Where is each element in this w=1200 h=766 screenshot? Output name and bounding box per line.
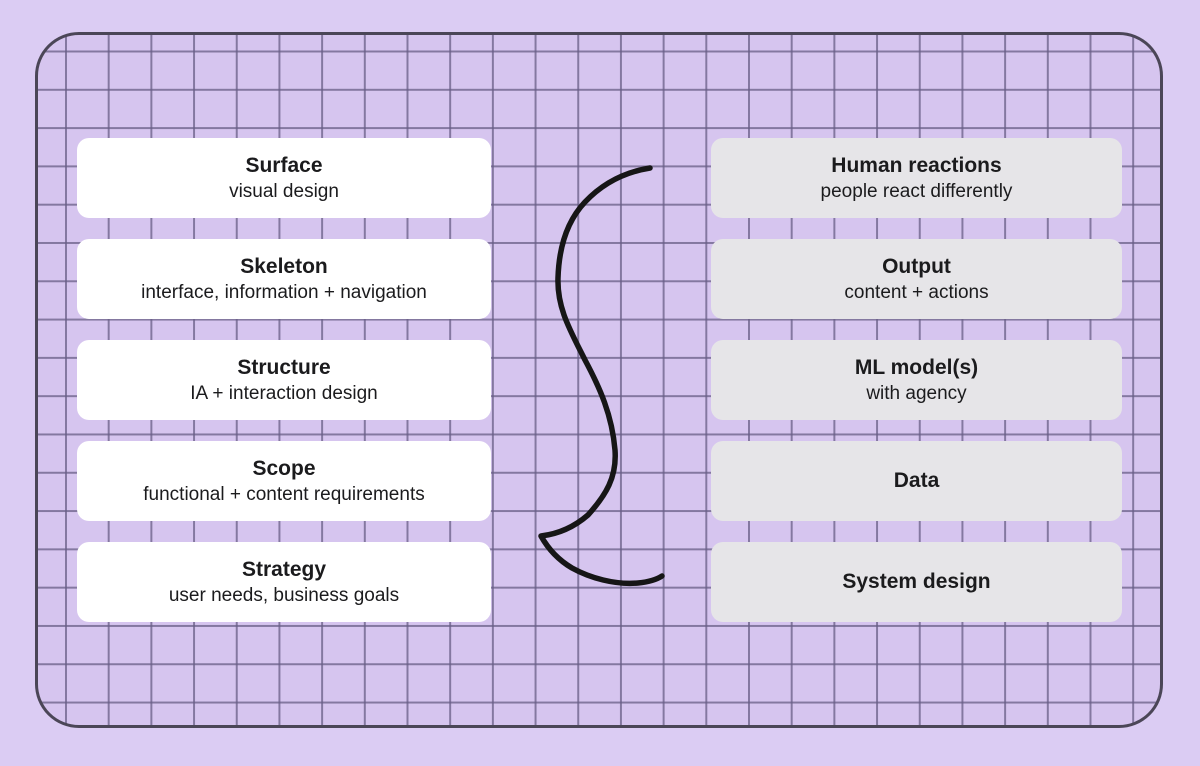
card-ml-models: ML model(s) with agency: [711, 340, 1122, 420]
ux-layers-column: Surface visual design Skeleton interface…: [77, 138, 491, 622]
card-title: Output: [882, 254, 951, 278]
card-title: Scope: [252, 456, 316, 480]
ml-layers-column: Human reactions people react differently…: [711, 138, 1122, 622]
card-subtitle: interface, information + navigation: [141, 281, 427, 303]
card-title: Skeleton: [240, 254, 328, 278]
card-data: Data: [711, 441, 1122, 521]
card-surface: Surface visual design: [77, 138, 491, 218]
card-scope: Scope functional + content requirements: [77, 441, 491, 521]
card-subtitle: content + actions: [844, 281, 989, 303]
card-title: Human reactions: [831, 153, 1002, 177]
card-title: Strategy: [241, 557, 327, 581]
card-subtitle: people react differently: [820, 180, 1013, 202]
card-subtitle: with agency: [866, 382, 967, 404]
card-title: System design: [842, 570, 991, 594]
card-output: Output content + actions: [711, 239, 1122, 319]
card-title: ML model(s): [854, 355, 979, 379]
card-title: Structure: [237, 355, 331, 379]
card-skeleton: Skeleton interface, information + naviga…: [77, 239, 491, 319]
card-title: Data: [893, 469, 940, 493]
card-strategy: Strategy user needs, business goals: [77, 542, 491, 622]
card-system-design: System design: [711, 542, 1122, 622]
card-subtitle: IA + interaction design: [190, 382, 378, 404]
card-subtitle: functional + content requirements: [143, 483, 425, 505]
card-subtitle: user needs, business goals: [168, 584, 400, 606]
card-subtitle: visual design: [229, 180, 339, 202]
card-title: Surface: [245, 153, 323, 177]
card-human-reactions: Human reactions people react differently: [711, 138, 1122, 218]
card-structure: Structure IA + interaction design: [77, 340, 491, 420]
